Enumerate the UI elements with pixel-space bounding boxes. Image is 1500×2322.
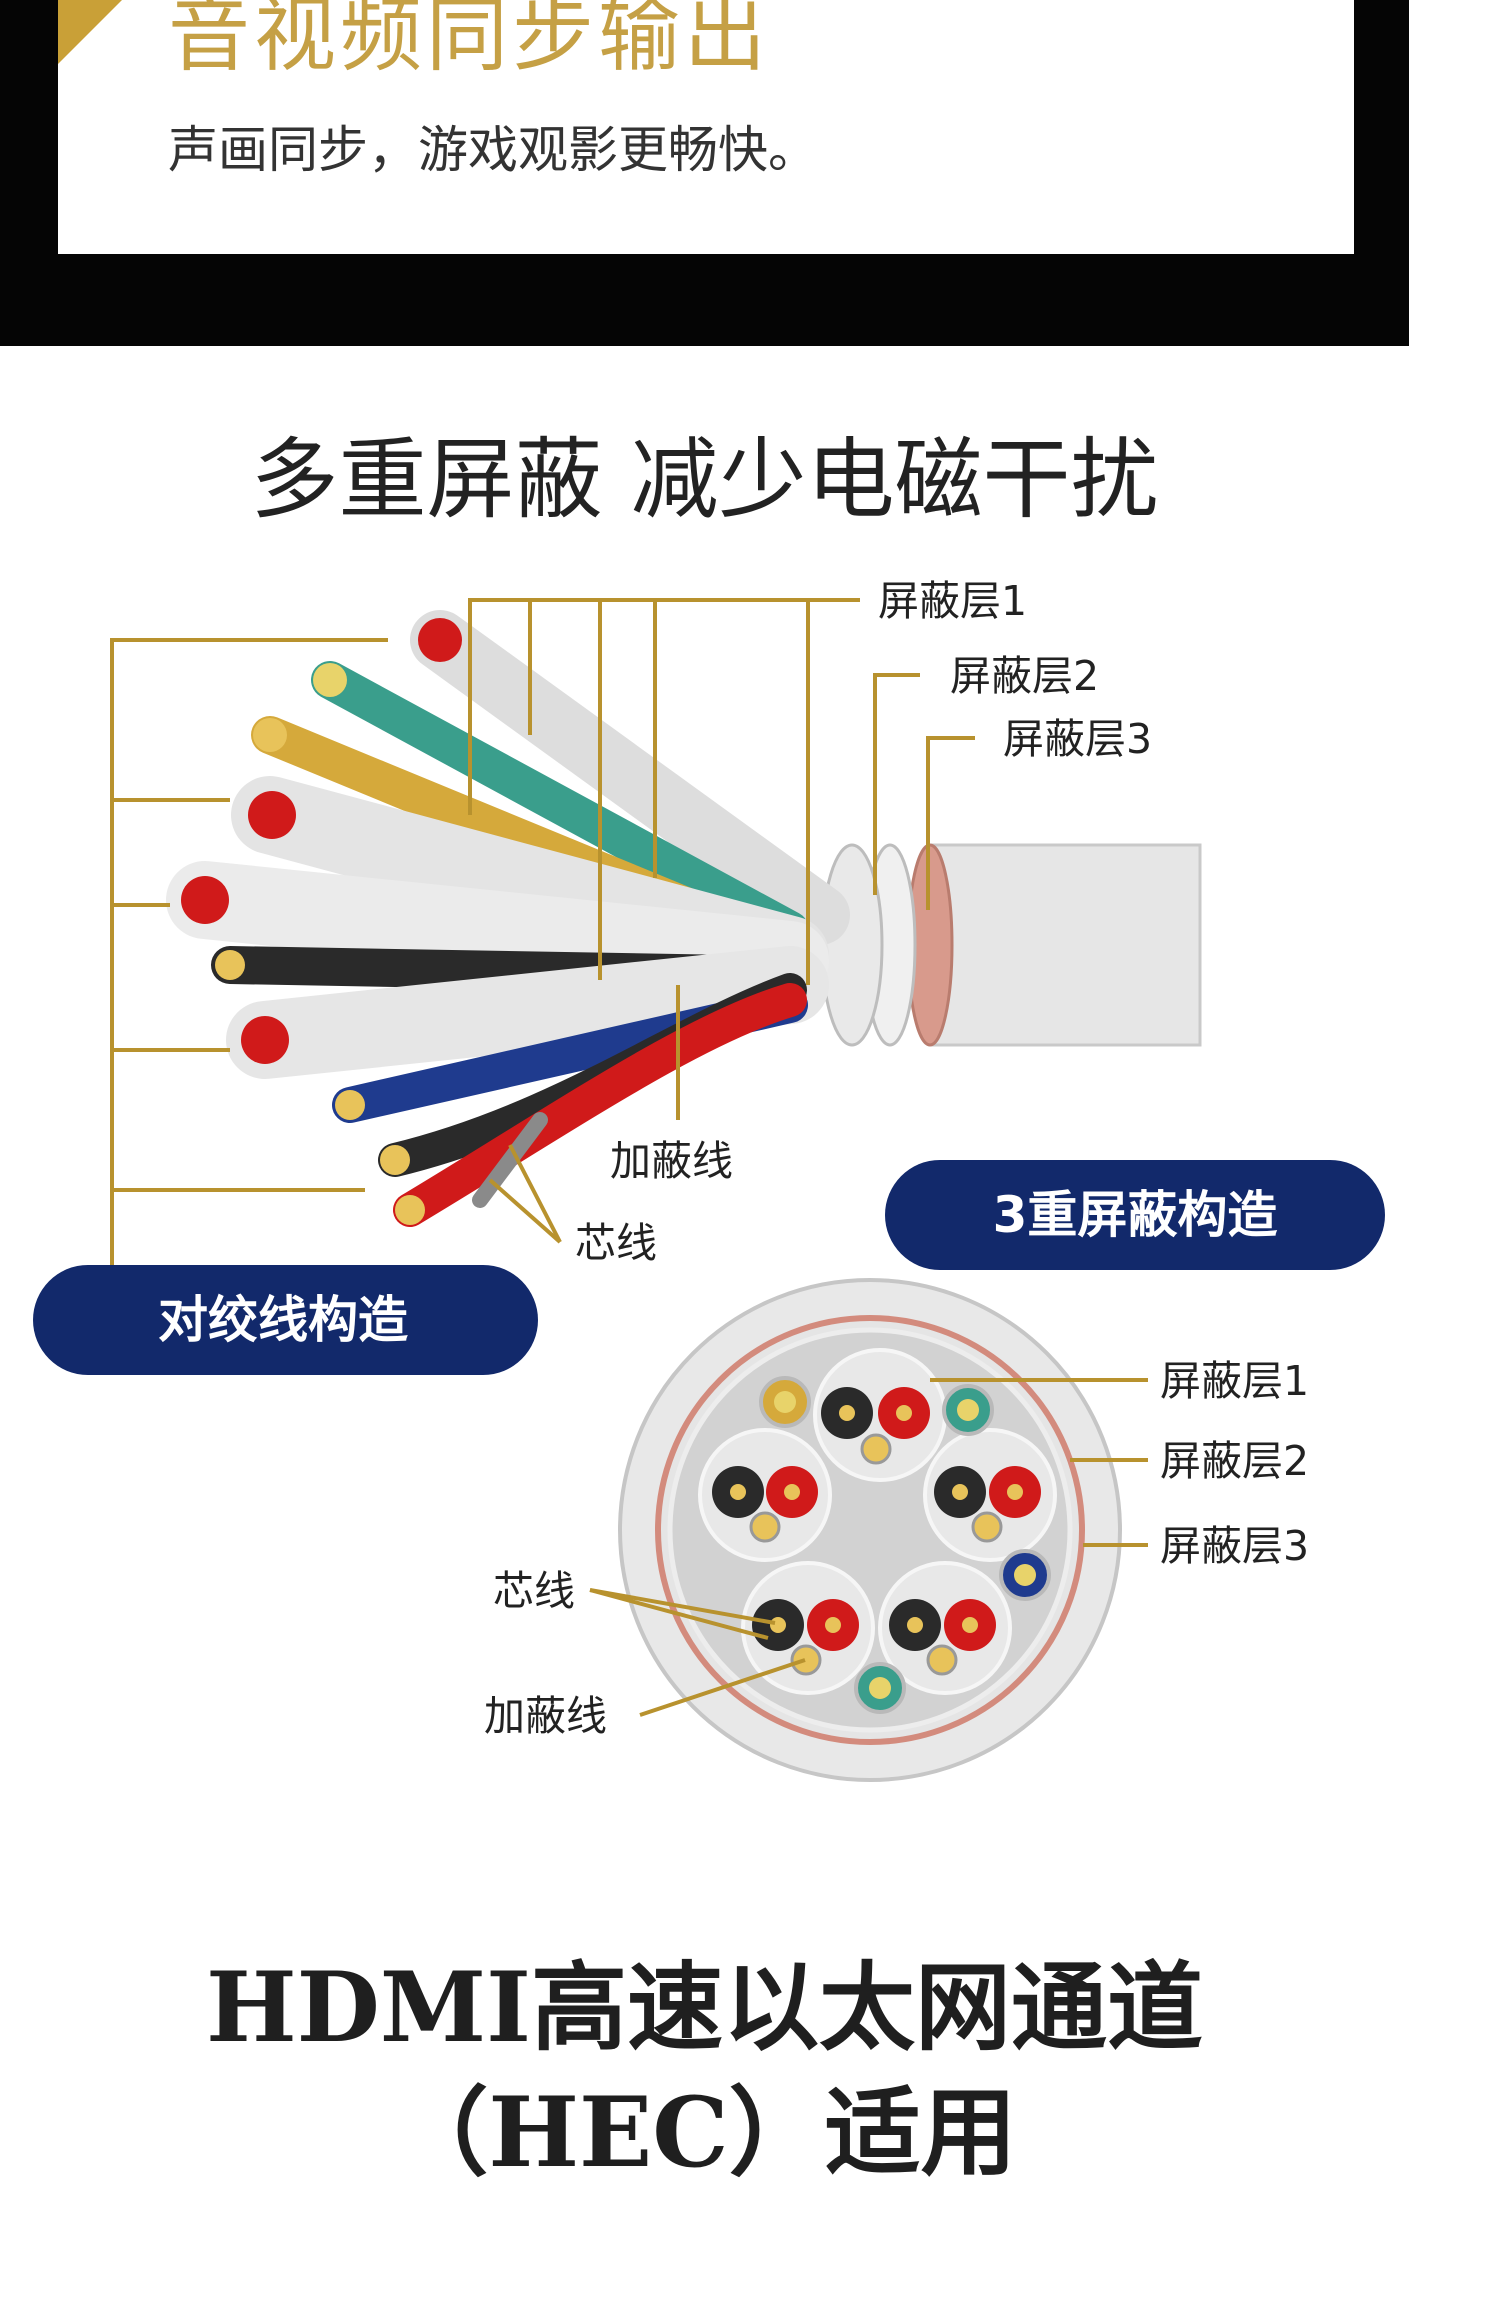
wire-end-pair-1 bbox=[248, 791, 296, 839]
label-core-wire: 芯线 bbox=[575, 1219, 657, 1267]
wire-end-red-top bbox=[418, 618, 462, 662]
cross-section-view: 屏蔽层1 屏蔽层2 屏蔽层3 芯线 加蔽线 bbox=[484, 1280, 1309, 1780]
hdmi-ethernet-title: HDMI高速以太网通道 bbox=[0, 1948, 1409, 2068]
core-line-a bbox=[490, 1180, 560, 1242]
banner-subtitle: 声画同步，游戏观影更畅快。 bbox=[168, 118, 818, 182]
pair-bundle-right bbox=[925, 1430, 1055, 1560]
gold-corner-accent bbox=[58, 0, 122, 64]
label-shield2: 屏蔽层2 bbox=[950, 652, 1099, 700]
core-line-b bbox=[510, 1145, 560, 1242]
banner-title: 音视频同步输出 bbox=[168, 0, 770, 82]
wire-end-gold bbox=[253, 718, 287, 752]
cs-label-shield3: 屏蔽层3 bbox=[1160, 1522, 1309, 1570]
badge-twisted-pair-text: 对绞线构造 bbox=[158, 1291, 408, 1349]
wire-end-blue bbox=[335, 1090, 365, 1120]
wire-end-black bbox=[215, 950, 245, 980]
top-banner: 音视频同步输出 声画同步，游戏观影更畅快。 bbox=[0, 0, 1409, 346]
pair-bundle-top bbox=[815, 1350, 945, 1480]
wire-end-twisted-black bbox=[380, 1145, 410, 1175]
badge-triple-shield: 3重屏蔽构造 bbox=[885, 1160, 1385, 1270]
section-title: 多重屏蔽 减少电磁干扰 bbox=[0, 425, 1409, 535]
badge-twisted-pair: 对绞线构造 bbox=[33, 1265, 538, 1375]
cs-label-drain-wire: 加蔽线 bbox=[484, 1692, 607, 1740]
cable-structure-diagram: 屏蔽层1 屏蔽层2 屏蔽层3 加蔽线 芯线 3重屏蔽构造 对绞线构造 bbox=[0, 560, 1500, 1810]
cs-label-shield2: 屏蔽层2 bbox=[1160, 1437, 1309, 1485]
hec-subtitle: （HEC）适用 bbox=[0, 2073, 1409, 2193]
badge-triple-shield-text: 3重屏蔽构造 bbox=[993, 1186, 1278, 1244]
label-drain-wire: 加蔽线 bbox=[610, 1137, 733, 1185]
wire-end-teal bbox=[313, 663, 347, 697]
wire-end-pair-2 bbox=[181, 876, 229, 924]
cs-label-shield1: 屏蔽层1 bbox=[1160, 1357, 1309, 1405]
wire-end-twisted-red bbox=[395, 1195, 425, 1225]
label-shield3: 屏蔽层3 bbox=[1003, 715, 1152, 763]
outer-jacket bbox=[930, 845, 1200, 1045]
wire-end-pair-3 bbox=[241, 1016, 289, 1064]
cs-label-core-wire: 芯线 bbox=[493, 1567, 575, 1615]
label-shield1: 屏蔽层1 bbox=[878, 577, 1027, 625]
pair-bundle-left bbox=[700, 1430, 830, 1560]
